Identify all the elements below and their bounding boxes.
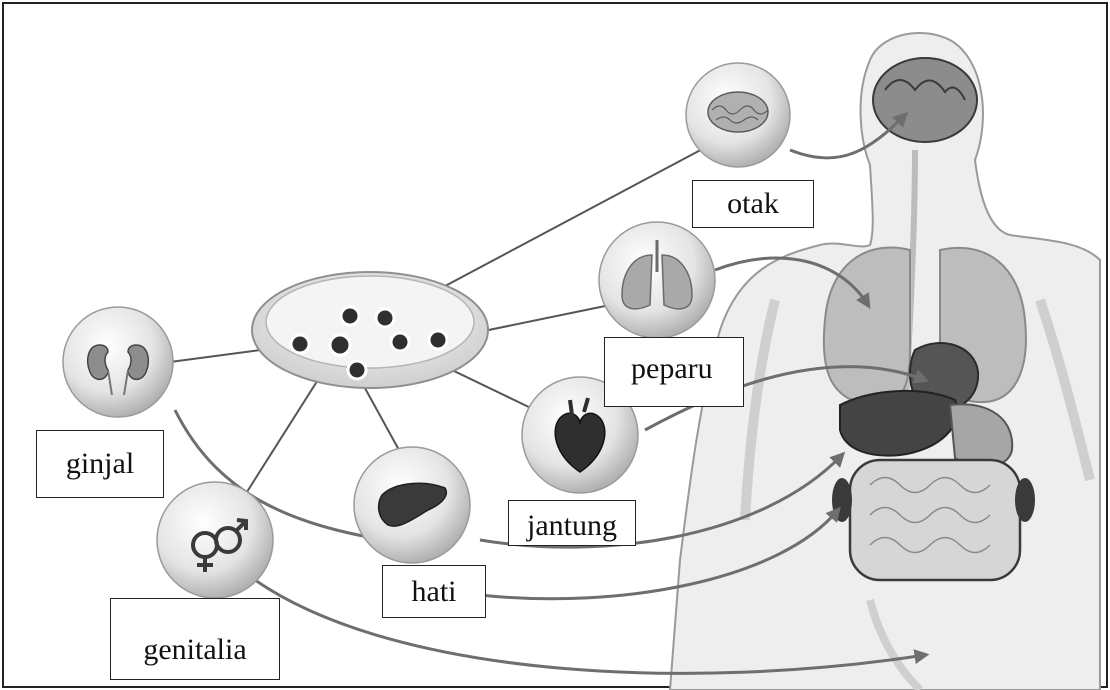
bubble-lungs bbox=[599, 222, 715, 338]
label-otak: otak bbox=[692, 180, 814, 228]
stem-cell bbox=[341, 307, 359, 325]
label-jantung: jantung bbox=[508, 500, 636, 546]
body-kidney-right bbox=[1015, 478, 1035, 522]
label-hati: hati bbox=[382, 565, 486, 618]
bubble-liver bbox=[354, 447, 470, 563]
petri-dish bbox=[252, 272, 488, 388]
bubble bbox=[63, 307, 173, 417]
label-ginjal: ginjal bbox=[36, 430, 164, 498]
bubble-brain bbox=[686, 63, 790, 167]
label-genitalia: genitalia bbox=[110, 598, 280, 680]
stem-cell bbox=[376, 309, 394, 327]
stem-cell bbox=[330, 335, 350, 355]
bubble-genitalia bbox=[157, 482, 273, 598]
stem-cell bbox=[348, 361, 366, 379]
stem-cell bbox=[429, 331, 447, 349]
petri-dish-inner bbox=[266, 276, 474, 368]
bubble-kidneys bbox=[63, 307, 173, 417]
stem-cell bbox=[391, 333, 409, 351]
label-peparu: peparu bbox=[604, 337, 744, 407]
brain-icon bbox=[708, 92, 768, 132]
body-intestines bbox=[850, 460, 1020, 580]
stem-cell bbox=[291, 335, 309, 353]
bubble bbox=[599, 222, 715, 338]
